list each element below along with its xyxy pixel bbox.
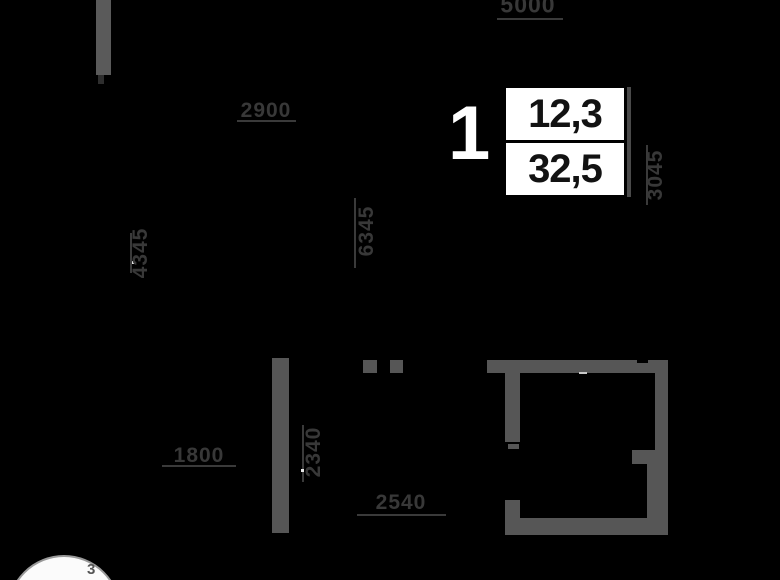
dimension-line-upper-width [237, 120, 296, 122]
total-area-value: 32,5 [528, 146, 603, 191]
wall-room-top [487, 360, 668, 373]
dimension-label-bottom-width: 2540 [375, 491, 427, 514]
wall-room-right [655, 360, 668, 535]
unit-area-label: 12,3 32,5 [503, 85, 627, 198]
wall-door-stub-left [363, 360, 377, 373]
window-tick-mark [579, 372, 587, 374]
dimension-tick [132, 261, 135, 264]
dimension-label-upper-width: 2900 [240, 99, 292, 122]
corner-circle-marker [7, 555, 121, 580]
dimension-line-bottom-width [357, 514, 446, 516]
wall-behind-label [625, 87, 631, 197]
dimension-label-center-height: 6345 [355, 205, 378, 257]
unit-number: 1 [448, 91, 491, 176]
wall-room-left-lower [505, 500, 520, 528]
wall-shaft-vertical [647, 464, 656, 518]
dimension-label-right-height: 3045 [644, 149, 667, 201]
wall-top-notch [637, 360, 648, 363]
dimension-tick [301, 469, 304, 472]
dimension-line-left-height [130, 233, 132, 273]
dimension-line-center-height [354, 198, 356, 268]
dimension-label-lower-height: 2340 [302, 426, 325, 478]
wall-hall-left-vertical [272, 358, 289, 533]
dimension-line-lower-height [302, 425, 304, 482]
dimension-label-top: 5000 [500, 0, 556, 18]
dimension-line-hall-width [162, 465, 236, 467]
wall-top-left-stub [98, 75, 104, 84]
wall-door-stub-right [390, 360, 403, 373]
living-area-value: 12,3 [506, 88, 624, 143]
dimension-label-left-height: 4345 [129, 227, 152, 279]
wall-room-left-upper [505, 373, 520, 442]
dimension-label-hall-width: 1800 [173, 444, 225, 467]
window-sill-block [508, 444, 519, 449]
dimension-line-top [497, 18, 563, 20]
corner-marker-number: 3 [87, 561, 96, 578]
dimension-line-right-height [646, 145, 648, 205]
wall-top-left-vertical [96, 0, 111, 75]
wall-shaft-stub [632, 450, 656, 464]
wall-room-bottom [505, 518, 668, 535]
